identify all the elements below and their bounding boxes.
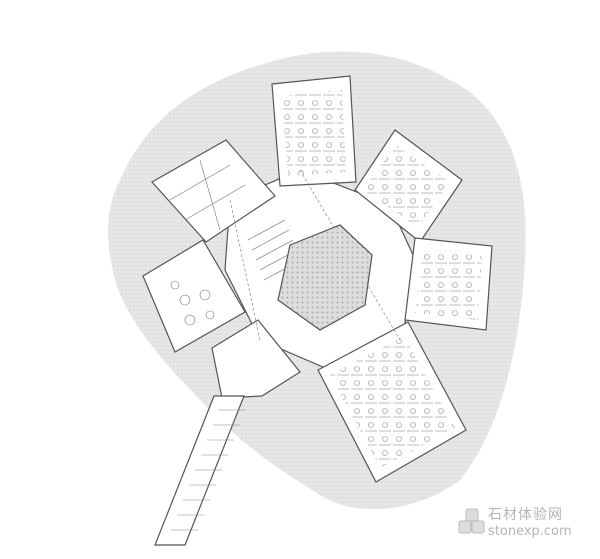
ramp — [154, 395, 245, 546]
watermark-cn: 石材体验网 — [488, 507, 563, 523]
room-left — [142, 239, 246, 353]
central-courtyard — [277, 224, 373, 331]
cube-logo-icon — [458, 508, 485, 534]
watermark-en: stonexp.com — [488, 524, 572, 539]
entrance-block — [211, 319, 301, 399]
toilets-upper-left — [151, 139, 276, 243]
